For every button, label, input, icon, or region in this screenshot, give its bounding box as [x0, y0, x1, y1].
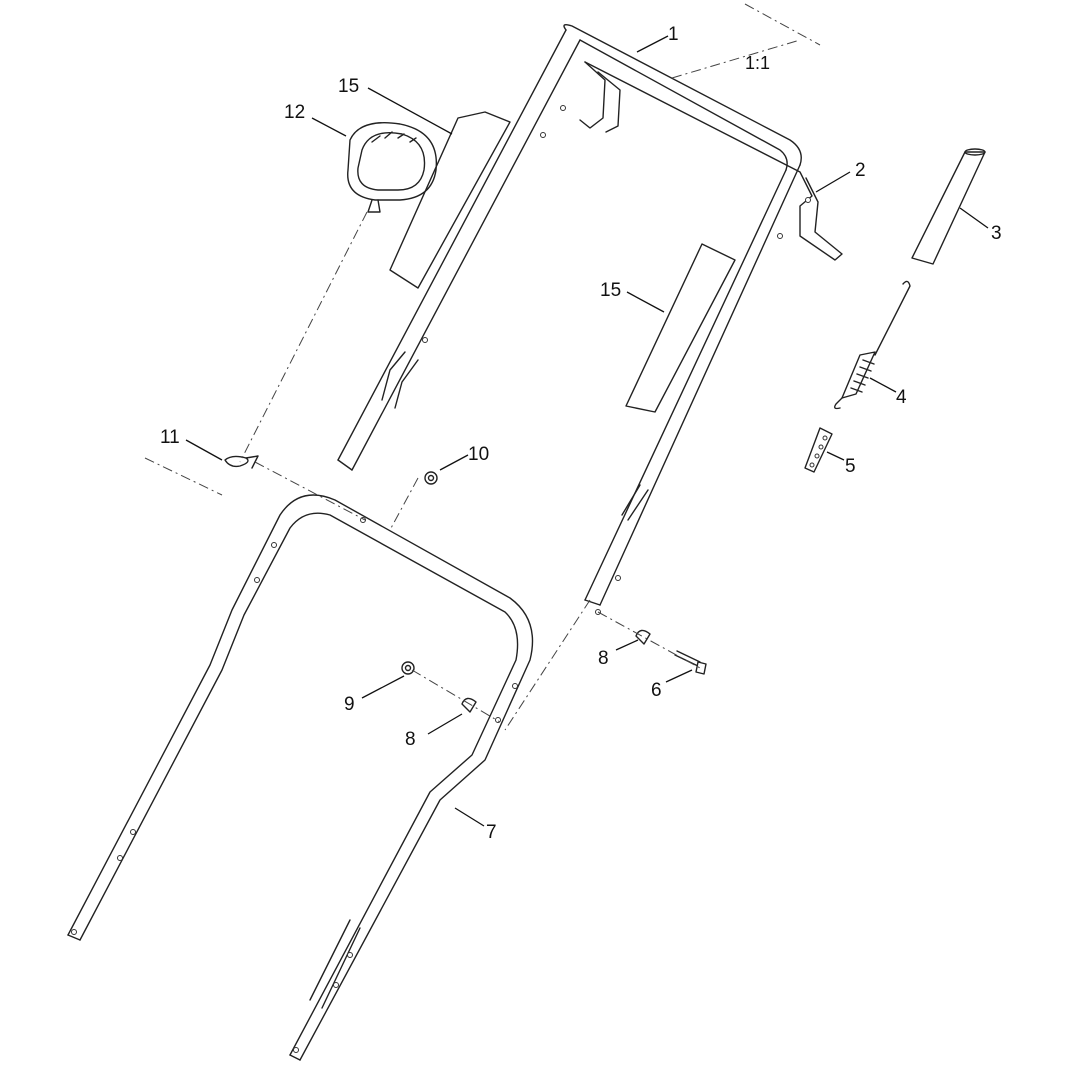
callout-4: 4: [896, 387, 907, 408]
callout-1: 1: [668, 24, 679, 45]
cable-clip: [144, 455, 259, 496]
callout-8-left: 8: [405, 729, 416, 750]
washer-right: [635, 629, 651, 645]
lower-handle: [67, 494, 534, 1061]
callout-2: 2: [855, 160, 866, 181]
scale-label: 1:1: [745, 53, 770, 73]
leader-lines: [185, 35, 989, 827]
callout-6: 6: [651, 680, 662, 701]
callout-15-mid: 15: [600, 280, 621, 301]
callout-12: 12: [284, 102, 305, 123]
grip-tube: [911, 148, 986, 265]
assembly-lines: [239, 3, 821, 731]
bracket-plate: [804, 427, 833, 473]
nut-part-10: [424, 471, 438, 485]
decal-left: [389, 111, 511, 289]
callout-11: 11: [160, 427, 180, 448]
callout-15-top: 15: [338, 76, 359, 97]
nut-part-9: [401, 661, 415, 675]
callout-9: 9: [344, 694, 355, 715]
control-bail: [579, 61, 843, 261]
callout-8-right: 8: [598, 648, 609, 669]
cable-guide-part: [347, 122, 438, 213]
callout-3: 3: [991, 223, 1002, 244]
callout-7: 7: [486, 822, 497, 843]
callout-10: 10: [468, 444, 489, 465]
tension-spring: [833, 280, 911, 410]
upper-handle: [337, 23, 802, 615]
callout-5: 5: [845, 456, 856, 477]
decal-right: [625, 243, 736, 413]
